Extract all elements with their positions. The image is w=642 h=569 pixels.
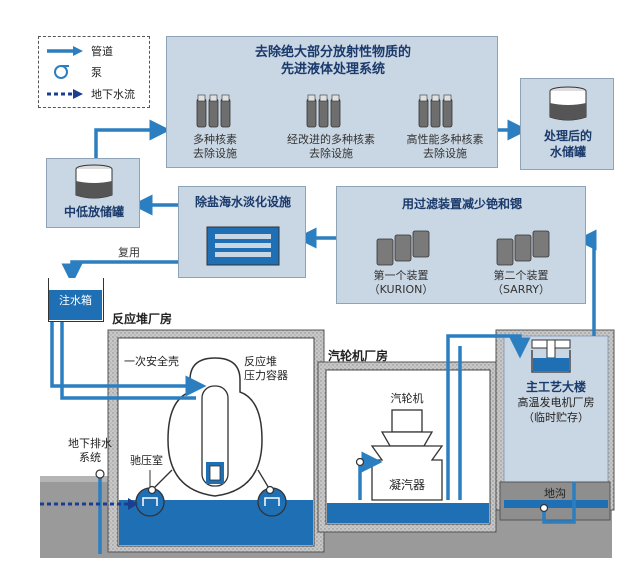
alps-unit1-line2: 去除设施 [193,147,237,160]
pumps [95,457,549,513]
legend-pump-label: 泵 [91,66,102,79]
alps-unit2-line1: 经改进的多种核素 [287,133,375,146]
filter-device1-line1: 第一个装置 [373,269,429,282]
trench-label: 地沟 [544,487,566,500]
treated-storage-box: 处理后的 水储罐 [520,78,614,170]
alps-units-graphic [196,94,453,128]
main-process-line2: 高温发电机厂房 [517,396,595,409]
turbine-building-title: 汽轮机厂房 [328,349,389,363]
low-level-storage-box: 中低放储罐 [46,158,140,228]
legend-pipe-label: 管道 [91,45,113,58]
filter-device1-line2: （KURION） [368,283,434,296]
legend-groundwater-label: 地下水流 [91,88,135,101]
desalination-label: 除盐海水淡化设施 [194,195,291,209]
low-level-tank-icon [75,164,113,199]
injection-tank-label: 注水箱 [59,294,92,307]
filter-device2-line1: 第二个装置 [493,269,549,282]
treated-tank-icon [549,86,587,121]
filter-title: 用过滤装置减少铯和锶 [401,197,522,211]
drain-line2: 系统 [79,451,101,464]
legend-pump: 泵 [47,64,102,80]
legend-pipe: 管道 [47,43,113,59]
low-level-storage-label: 中低放储罐 [63,205,124,219]
pressure-vessel-line1: 反应堆 [244,355,277,368]
legend-groundwater: 地下水流 [47,86,135,102]
alps-unit1-line1: 多种核素 [193,133,237,146]
alps-unit3-line1: 高性能多种核素 [406,133,484,146]
main-process-line3: （临时贮存） [523,411,589,424]
alps-title-line1: 去除绝大部分放射性物质的 [254,45,411,60]
condenser-label: 凝汽器 [388,478,425,492]
filter-device2-line2: （SARRY） [491,283,550,296]
main-process-line1: 主工艺大楼 [525,380,586,394]
alps-unit2-line2: 去除设施 [309,147,353,160]
filter-devices-graphic [376,230,550,266]
pressure-vessel [201,385,229,487]
alps-unit3-line2: 去除设施 [423,147,467,160]
turbine-water [327,503,489,523]
pipe-icon [47,46,83,56]
treated-storage-line2: 水储罐 [549,145,586,159]
turbine [391,409,423,433]
pressure-vessel-line2: 压力容器 [244,369,288,382]
injection-tank: 注水箱 [48,278,104,322]
desalination-unit-icon [206,226,280,266]
treated-storage-line1: 处理后的 [543,129,592,143]
filter-box: 用过滤装置减少铯和锶 第一个装置 （KURION） 第二个装置 （SARRY） [336,186,586,304]
reuse-label: 复用 [118,246,140,259]
drain-line1: 地下排水 [68,437,112,450]
turbine-label: 汽轮机 [390,392,424,405]
alps-system-box: 去除绝大部分放射性物质的 先进液体处理系统 多种核素 去除设施 经改进的多种核素… [166,36,498,168]
suppression-chamber-label: 驰压室 [130,454,163,467]
pump-icon [54,65,69,79]
groundwater-arrow-icon [47,89,83,99]
pipes [50,119,597,554]
legend: 管道 泵 地下水流 [38,36,150,108]
desalination-box: 除盐海水淡化设施 [178,186,306,278]
alps-title-line2: 先进液体处理系统 [280,62,385,77]
containment-label: 一次安全壳 [124,355,179,368]
reactor-building-title: 反应堆厂房 [112,312,173,326]
